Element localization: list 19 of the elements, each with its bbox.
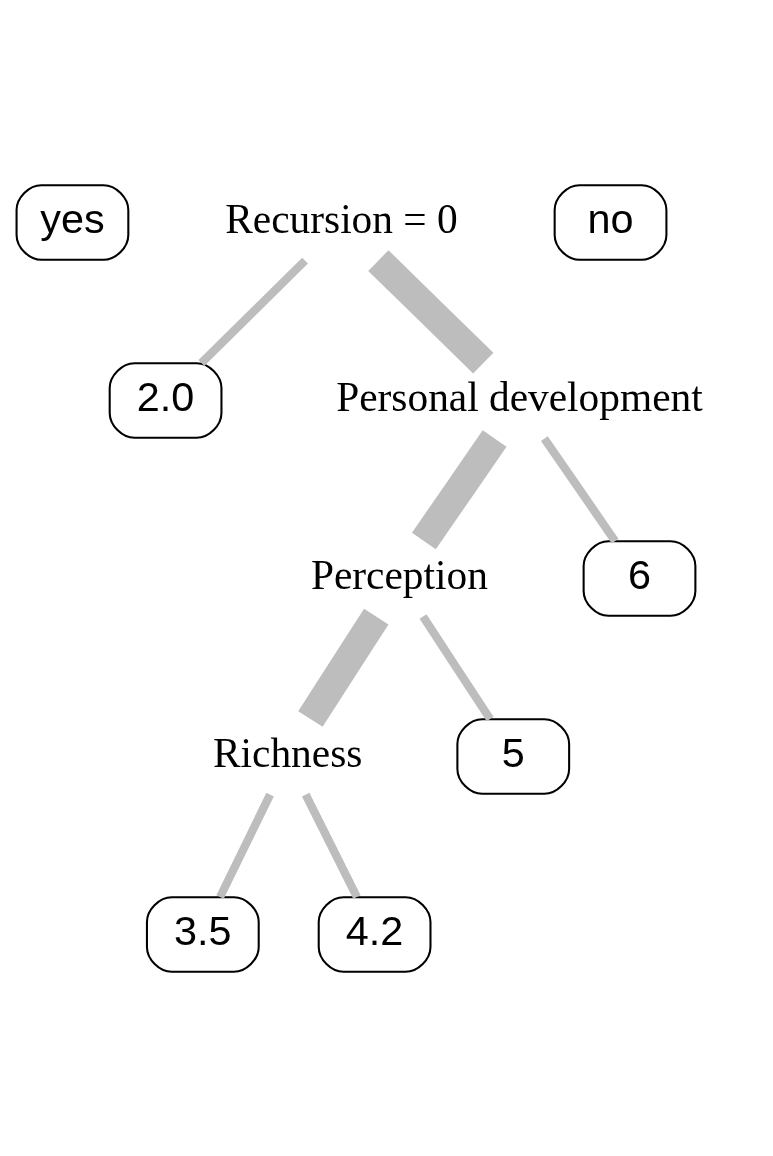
- connector: [419, 613, 494, 721]
- node-box: 6: [582, 539, 697, 617]
- node-box: 3.5: [145, 895, 260, 973]
- node-box: yes: [15, 183, 130, 261]
- node-box: no: [553, 183, 668, 261]
- node-text: Richness: [212, 729, 363, 776]
- connector: [298, 608, 389, 727]
- connector: [198, 257, 308, 366]
- node-box: 2.0: [108, 361, 223, 439]
- connector: [540, 435, 619, 543]
- node-box: 5: [456, 717, 571, 795]
- node-text: Perception: [310, 551, 488, 598]
- connector: [216, 792, 274, 899]
- node-text: Personal development: [336, 373, 703, 420]
- connector: [301, 792, 361, 899]
- node-box: 4.2: [317, 895, 432, 973]
- node-text: Recursion = 0: [225, 195, 458, 242]
- connector: [368, 249, 494, 373]
- connector: [411, 429, 507, 549]
